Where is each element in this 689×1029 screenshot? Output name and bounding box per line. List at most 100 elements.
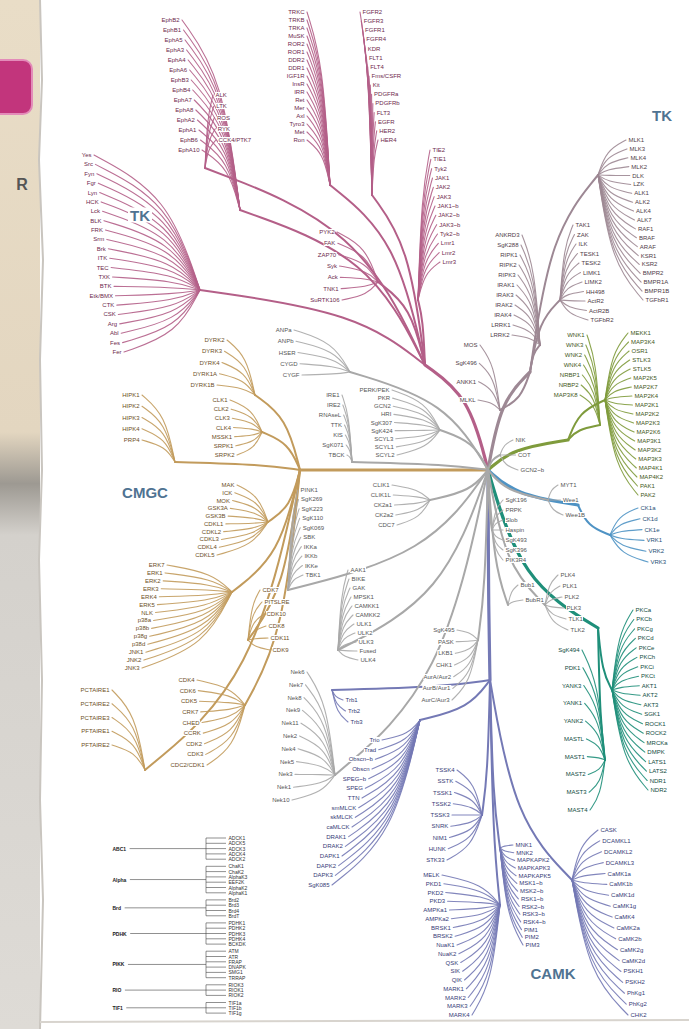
leaf-branch	[307, 76, 330, 185]
leaf-branch	[512, 335, 540, 345]
kinase-label: CDK5	[180, 698, 197, 704]
atypical-kinase-label: FRAP	[228, 959, 242, 964]
kinase-label: DCAMKL3	[605, 860, 634, 866]
kinase-label: PDGFRb	[375, 100, 400, 106]
leaf-branch	[446, 893, 500, 906]
kinase-label: Lyn	[87, 190, 97, 196]
cluster-branch	[175, 462, 300, 470]
leaf-branch	[105, 230, 200, 290]
kinase-label: HUNK	[428, 846, 446, 852]
leaf-branch	[586, 739, 605, 760]
kinase-label: PDGFRa	[374, 91, 399, 97]
kinase-label: Lck	[90, 208, 100, 214]
kinase-label: Wee1	[563, 497, 580, 503]
kinase-label: ALK1	[634, 190, 650, 196]
kinase-label: PDK1	[564, 665, 581, 671]
atypical-kinase-label: ChaK2	[228, 869, 244, 874]
kinase-label: SPEG~b	[342, 776, 367, 782]
leaf-branch	[112, 718, 145, 771]
kinase-label: Mer	[294, 105, 305, 111]
cluster-branch	[478, 470, 488, 640]
leaf-branch	[307, 140, 330, 185]
kinase-label: skMLCK	[330, 814, 354, 820]
kinase-label: GSK3A	[207, 505, 228, 511]
kinase-label: MLK1	[628, 137, 645, 143]
kinase-label: PKCd	[637, 635, 654, 641]
kinase-label: BMPR2	[642, 270, 664, 276]
leaf-branch	[586, 721, 605, 760]
kinase-label: CK2a2	[374, 512, 393, 518]
trunk-branch	[488, 470, 598, 628]
paper-edge	[39, 0, 43, 1029]
kinase-label: MAK	[221, 482, 235, 488]
leaf-branch	[346, 445, 352, 462]
leaf-branch	[605, 400, 637, 486]
atypical-kinase-label: ADCK1	[228, 836, 246, 841]
kinase-label: ActR2B	[589, 308, 610, 314]
leaf-branch	[292, 775, 335, 800]
leaf-branch	[302, 372, 350, 375]
leaf-branch	[581, 385, 600, 425]
kinase-label: Nek4	[281, 746, 296, 752]
kinase-label: BRSK1	[431, 925, 452, 931]
leaf-branch	[395, 500, 431, 505]
leaf-branch	[560, 300, 588, 320]
kinase-label: JAK1~b	[437, 203, 459, 209]
kinase-label: CLIK1	[372, 482, 390, 488]
kinase-label: CSK	[103, 311, 116, 317]
kinase-label: CDKL1	[204, 521, 224, 527]
kinase-label: LRRK1	[491, 322, 511, 328]
kinase-label: HH498	[586, 289, 606, 295]
atypical-kinase-label: ADCK3	[228, 846, 246, 851]
leaf-branch	[418, 243, 438, 300]
kinase-label: PKCg	[637, 626, 654, 632]
leaf-branch	[492, 500, 503, 530]
leaf-branch	[347, 455, 352, 462]
leaf-branch	[142, 395, 175, 462]
leaf-branch	[307, 20, 330, 185]
kinase-label: Haspin	[505, 527, 525, 533]
leaf-branch	[112, 704, 145, 770]
leaf-branch	[296, 341, 350, 372]
leaf-branch	[584, 686, 605, 760]
kinase-label: Fer	[112, 349, 122, 355]
kinase-label: Src	[83, 161, 93, 167]
kinase-label: HSER	[278, 350, 296, 356]
leaf-branch	[365, 49, 372, 195]
leaf-branch	[144, 592, 232, 660]
dendrogram-line	[125, 990, 206, 991]
atypical-kinase-label: SMG1	[228, 970, 243, 975]
dendrogram-line	[206, 910, 226, 911]
kinase-label: AKT3	[643, 702, 659, 708]
leaf-branch	[598, 174, 630, 176]
leaf-branch	[587, 757, 605, 760]
kinase-label: SCYL1	[374, 444, 394, 450]
kinase-label: DCAMKL1	[602, 838, 631, 844]
kinase-label: DAPK2	[316, 863, 337, 869]
leaf-branch	[340, 266, 379, 282]
kinase-label: SGK1	[644, 711, 661, 717]
kinase-label: JNK1	[128, 649, 144, 655]
kinase-label: CDK4	[178, 677, 195, 683]
kinase-label: JAK2~b	[438, 212, 460, 218]
dendrogram-line	[206, 938, 226, 939]
kinase-label: PLK1	[562, 583, 578, 589]
atypical-dendrogram	[125, 838, 226, 1013]
kinase-label: LIMK1	[583, 270, 601, 276]
kinase-label: InsR	[292, 81, 305, 87]
kinase-label: EphA6	[169, 67, 188, 73]
kinase-label: PCTAIRE2	[80, 701, 110, 707]
kinase-label: AurB/Aur1	[422, 685, 451, 691]
leaf-branch	[478, 400, 500, 410]
kinase-label: ActR2	[587, 298, 604, 304]
kinase-label: SCYL2	[375, 452, 395, 458]
leaf-branch	[222, 363, 255, 396]
leaf-branch	[492, 520, 503, 530]
kinase-label: BRAF	[638, 235, 655, 241]
cluster-branch	[440, 430, 488, 470]
kinase-label: DYRK1B	[190, 382, 215, 388]
kinase-label: PFTAIRE1	[81, 728, 110, 734]
leaf-branch	[453, 640, 478, 688]
kinase-label: JAK3	[436, 194, 451, 200]
leaf-branch	[202, 150, 240, 210]
